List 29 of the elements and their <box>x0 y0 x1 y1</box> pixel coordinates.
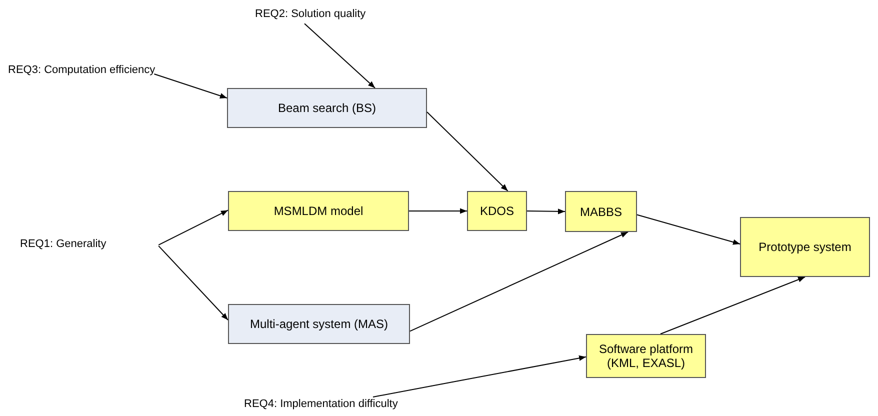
box-label: MABBS <box>580 204 622 218</box>
arrow <box>660 276 806 334</box>
arrow <box>636 214 740 245</box>
requirement-label: REQ1: Generality <box>20 238 106 250</box>
process-box <box>565 191 637 232</box>
arrow <box>304 23 376 88</box>
arrow <box>408 208 468 214</box>
process-box <box>228 304 410 344</box>
process-box <box>467 191 527 231</box>
arrow <box>154 74 228 98</box>
box-label: KDOS <box>480 204 514 218</box>
box-label: Multi-agent system (MAS) <box>250 317 388 331</box>
requirement-label: REQ3: Computation efficiency <box>8 64 156 76</box>
arrow <box>410 232 628 332</box>
arrow <box>526 208 566 214</box>
process-box <box>227 88 427 128</box>
box-label: Prototype system <box>758 240 852 254</box>
requirement-label: REQ2: Solution quality <box>255 8 366 20</box>
process-box <box>740 217 870 277</box>
box-label: Software platform (KML, EXASL) <box>598 342 694 370</box>
box-label: Beam search (BS) <box>278 101 376 115</box>
box-label: MSMLDM model <box>274 204 364 218</box>
arrow <box>158 210 228 246</box>
requirement-label: REQ4: Implementation difficulty <box>244 398 398 410</box>
process-box <box>228 191 409 231</box>
arrow <box>158 245 228 320</box>
arrow <box>426 112 508 192</box>
process-box <box>586 334 706 378</box>
arrow <box>372 355 586 398</box>
